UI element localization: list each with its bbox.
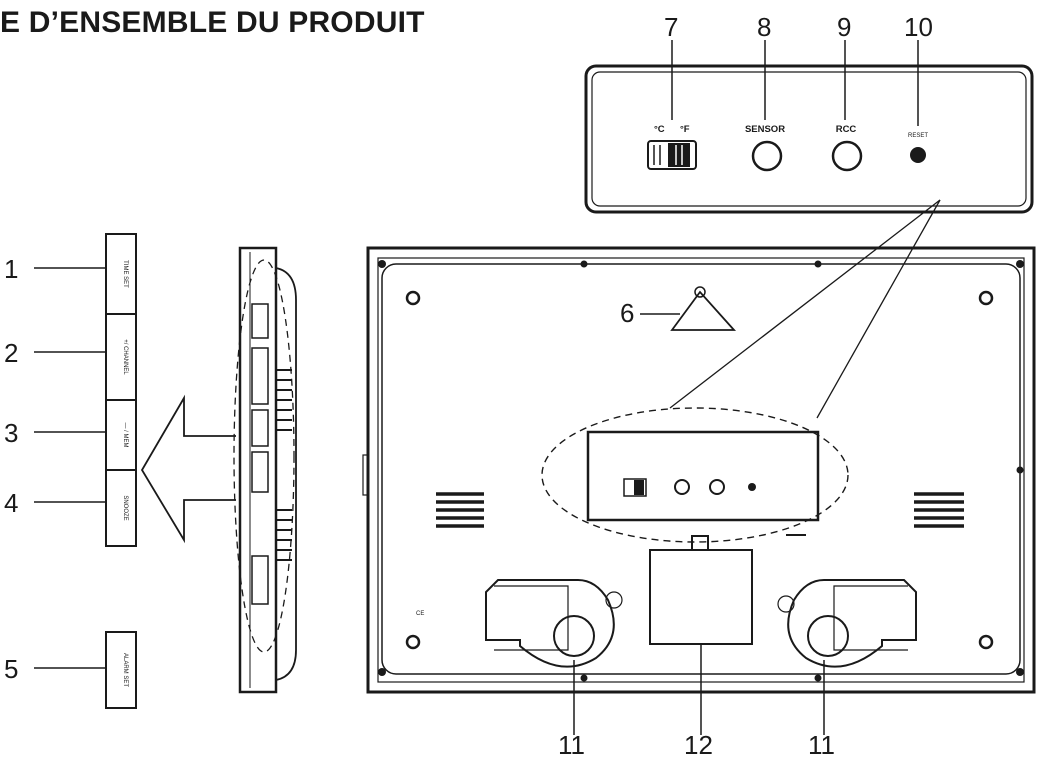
alarm-set-button[interactable]: ALARM SET bbox=[122, 653, 128, 687]
sensor-jack[interactable] bbox=[751, 140, 783, 172]
device-back-view: CE bbox=[362, 246, 1036, 694]
zoomed-connector-panel: °C °F SENSOR RCC RESET bbox=[584, 64, 1034, 214]
right-stand-foot[interactable] bbox=[777, 579, 917, 668]
hanging-hook bbox=[670, 290, 737, 331]
time-set-button[interactable]: TIME SET bbox=[122, 260, 128, 288]
callout-2: 2 bbox=[4, 338, 18, 368]
unit-slide-switch[interactable] bbox=[647, 140, 697, 170]
callout-9: 9 bbox=[837, 12, 851, 42]
callout-11-right: 11 bbox=[808, 730, 835, 760]
callout-6: 6 bbox=[620, 298, 634, 328]
side-button-strip: TIME SET +/ CHANNEL — / MEM SNOOZE ALARM… bbox=[105, 233, 137, 709]
callout-8: 8 bbox=[757, 12, 771, 42]
channel-button[interactable]: +/ CHANNEL bbox=[122, 339, 128, 375]
unit-c-label: °C bbox=[654, 124, 665, 135]
callout-5: 5 bbox=[4, 654, 18, 684]
left-vent-grille bbox=[436, 492, 484, 528]
unit-f-label: °F bbox=[680, 124, 690, 135]
left-stand-foot[interactable] bbox=[485, 579, 623, 668]
rcc-label: RCC bbox=[836, 124, 857, 135]
callout-4: 4 bbox=[4, 488, 18, 518]
callout-7: 7 bbox=[664, 12, 678, 42]
snooze-button[interactable]: SNOOZE bbox=[122, 495, 128, 520]
callout-11-left: 11 bbox=[558, 730, 585, 760]
callout-3: 3 bbox=[4, 418, 18, 448]
right-vent-grille bbox=[914, 492, 964, 528]
mem-button[interactable]: — / MEM bbox=[122, 423, 128, 448]
device-side-view bbox=[233, 246, 297, 694]
reset-label: RESET bbox=[908, 133, 928, 139]
back-connector-panel bbox=[586, 430, 820, 522]
callout-10: 10 bbox=[904, 12, 933, 42]
zoom-arrow bbox=[140, 394, 236, 544]
diagram-title: E D’ENSEMBLE DU PRODUIT bbox=[0, 6, 425, 39]
reset-button[interactable] bbox=[910, 147, 926, 163]
callout-1: 1 bbox=[4, 254, 18, 284]
ce-mark: CE bbox=[416, 611, 424, 617]
callout-12: 12 bbox=[684, 730, 713, 760]
sensor-label: SENSOR bbox=[745, 124, 785, 135]
battery-compartment[interactable] bbox=[649, 549, 753, 645]
rcc-button[interactable] bbox=[831, 140, 863, 172]
